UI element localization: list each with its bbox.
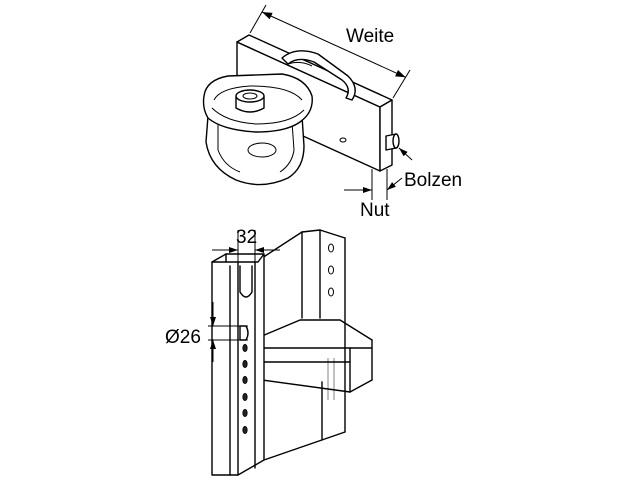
post-hole: [242, 425, 248, 434]
post-top-edge: [211, 253, 265, 263]
pin: [385, 133, 400, 151]
weite-extension-right: [392, 69, 411, 99]
lower-assembly: 32 Ø26: [165, 227, 373, 476]
frame-top-edge: [261, 229, 346, 259]
weite-arrow-right: [395, 70, 406, 78]
beam-bottom-right-edge: [349, 379, 373, 393]
weite-arrow-left: [262, 12, 273, 20]
clamp-nut-top: [235, 89, 265, 103]
clamp-lower-hole: [247, 142, 277, 158]
clamp-plate-rim-lower: [211, 107, 305, 125]
beam-top-outline: [261, 319, 373, 341]
clamp-plate-rim: [213, 85, 303, 101]
frame-bottom-edge: [263, 431, 346, 461]
bolzen-label: Bolzen: [404, 170, 462, 191]
dim32-label: 32: [236, 227, 257, 248]
bracket-arm-edge: [287, 61, 313, 67]
post-hole: [242, 343, 248, 352]
upper-assembly: Weite Nut Bolzen: [202, 4, 462, 221]
vertical-post: [211, 253, 265, 476]
pin-end: [392, 133, 400, 149]
beam-front-bottom-edge: [261, 379, 351, 393]
clamp-jaw-edge-right: [279, 121, 295, 173]
dia-arrow-top: [210, 317, 216, 326]
frame-hole: [328, 265, 334, 275]
bracket-arm: [281, 50, 356, 101]
frame-hole: [328, 243, 334, 253]
nut-arrow-left: [363, 187, 372, 193]
weite-dimension-line: [261, 11, 406, 78]
post-hole: [242, 392, 248, 401]
post-hole: [242, 375, 248, 384]
dimension-diameter: Ø26: [165, 302, 248, 362]
dim32-arrow-left: [229, 247, 238, 253]
nut-label: Nut: [360, 200, 390, 221]
clamp-jaw-edge: [217, 124, 241, 173]
post-hole: [242, 359, 248, 368]
back-frame: [261, 229, 346, 461]
diameter-label: Ø26: [165, 327, 201, 348]
post-diameter-hole: [239, 325, 249, 341]
dimension-weite: Weite: [249, 4, 411, 99]
dim32-arrow-right: [255, 247, 264, 253]
bolzen-arrow: [399, 148, 408, 157]
block-hole: [339, 137, 347, 143]
dia-arrow-bottom: [210, 340, 216, 349]
dimension-32: 32: [212, 227, 280, 262]
dimension-nut: Nut: [344, 169, 403, 221]
callout-bolzen: Bolzen: [398, 147, 462, 191]
frame-hole: [328, 287, 334, 297]
post-slot-top: [239, 265, 253, 298]
post-hole: [242, 408, 248, 417]
cross-beam: [261, 319, 373, 393]
coupling-clamp: [202, 73, 313, 186]
weite-label: Weite: [346, 26, 394, 47]
nut-arrow-right: [387, 182, 396, 190]
clamp-nut-bore: [242, 92, 258, 100]
weite-extension-left: [249, 4, 267, 34]
